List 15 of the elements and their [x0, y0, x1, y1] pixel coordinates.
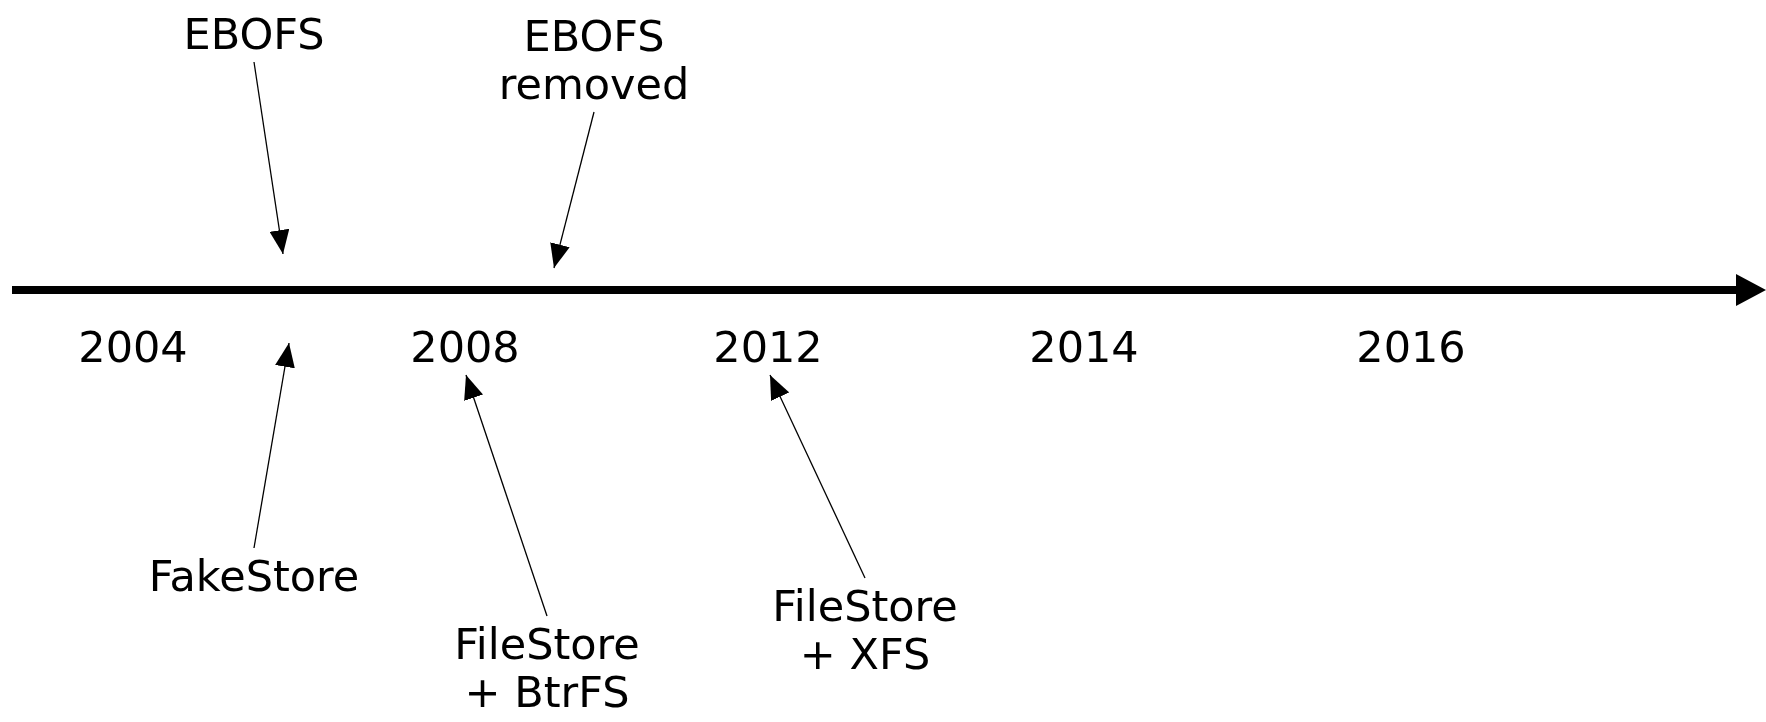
year-label: 2012	[703, 323, 833, 372]
event-label: FileStore + BtrFS	[437, 620, 657, 717]
year-label: 2004	[77, 323, 189, 372]
arrow	[550, 111, 595, 269]
arrow	[253, 342, 295, 549]
event-label: EBOFS	[144, 10, 364, 59]
event-label: FileStore + XFS	[755, 582, 975, 679]
event-label: FakeStore	[124, 552, 384, 601]
arrow	[769, 374, 866, 579]
year-label: 2014	[1028, 323, 1140, 372]
year-label: 2008	[400, 323, 530, 372]
event-label: EBOFS removed	[484, 12, 704, 109]
arrow	[464, 374, 548, 617]
arrow	[253, 61, 290, 255]
year-label: 2016	[1355, 323, 1467, 372]
